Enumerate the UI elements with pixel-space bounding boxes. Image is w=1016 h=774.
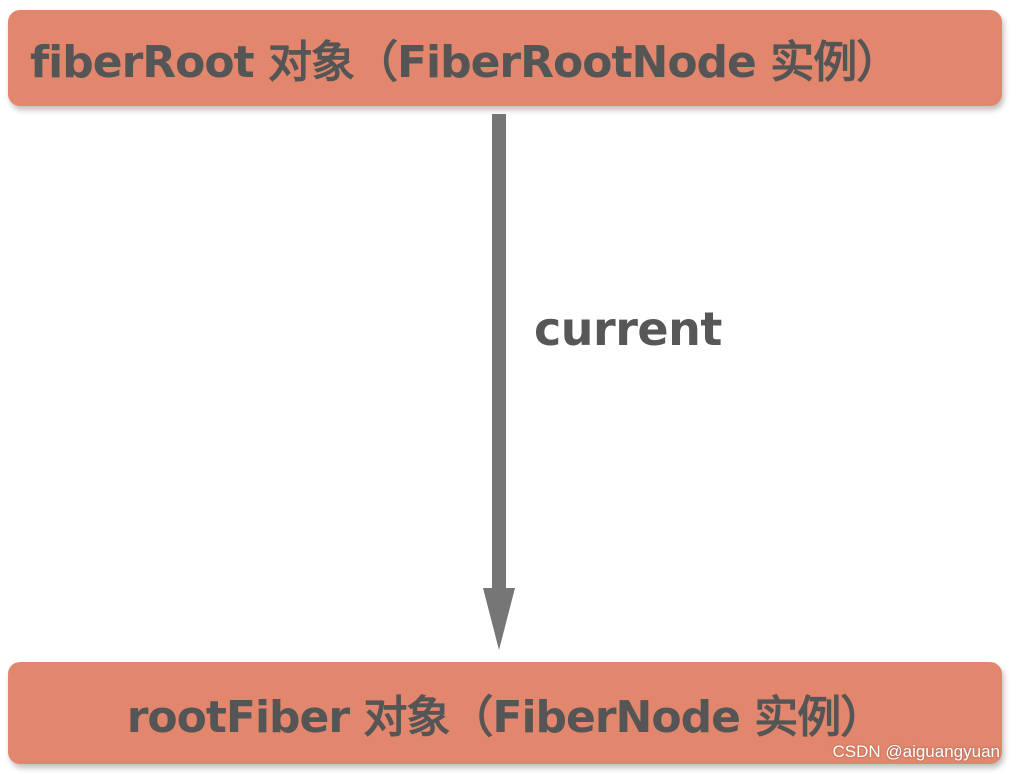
fiberroot-node-label: fiberRoot 对象（FiberRootNode 实例）: [30, 37, 900, 88]
rootfiber-node: rootFiber 对象（FiberNode 实例）: [8, 662, 1002, 764]
fiberroot-node: fiberRoot 对象（FiberRootNode 实例）: [8, 10, 1002, 106]
rootfiber-node-label: rootFiber 对象（FiberNode 实例）: [126, 692, 885, 743]
edge-label-current: current: [534, 302, 722, 356]
watermark: CSDN @aiguangyuan: [832, 742, 1000, 761]
current-arrowhead: [483, 588, 515, 650]
